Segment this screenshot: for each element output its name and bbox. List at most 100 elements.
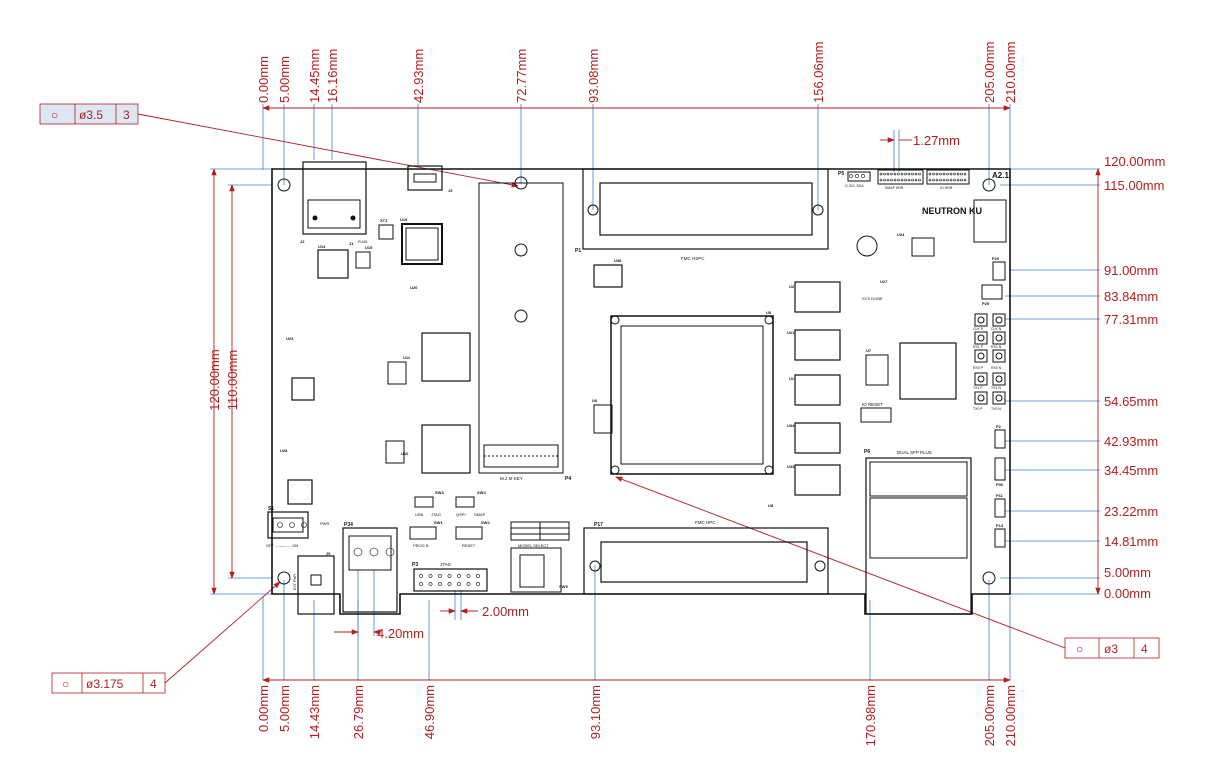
label-usb: USB — [415, 512, 424, 517]
sma-label-3: RX1 N — [991, 345, 1002, 349]
model-select-switch — [510, 547, 562, 593]
label-reset: RESET — [462, 543, 476, 548]
label-dual-sfp: DUAL SFP PLUS — [897, 450, 932, 455]
m2-standoff-hole — [514, 309, 528, 323]
io-pin — [963, 172, 967, 176]
label-s1: S1 — [268, 506, 274, 512]
label-u21: U21 — [787, 330, 795, 335]
label-rj45: RJ45 — [358, 239, 368, 244]
chip-u15 — [355, 251, 371, 269]
label-jtag-sw: JTAG — [431, 512, 441, 517]
left-dim-0: 120.00mm — [207, 349, 222, 410]
fmc-hole — [814, 560, 826, 572]
label-u8: U8 — [768, 503, 774, 508]
right-dim-4: 77.31mm — [1104, 312, 1158, 327]
top-dim-7: 156.06mm — [811, 42, 826, 103]
top-dim-6: 93.08mm — [586, 49, 601, 103]
callout-symbol: ○ — [51, 108, 58, 122]
ddr-u33 — [794, 464, 841, 496]
header-label-p30: P30 — [996, 482, 1004, 487]
right-dim-3: 83.84mm — [1104, 289, 1158, 304]
ext-pwr-connector — [297, 555, 335, 615]
inductor — [291, 377, 315, 401]
callout-count: 3 — [123, 108, 130, 122]
smap-pin — [907, 172, 911, 176]
label-j3: J3 — [448, 188, 453, 193]
left-dimension-labels: 120.00mm 110.00mm — [207, 349, 240, 410]
extension-lines — [210, 104, 1100, 680]
m2-standoff-hole — [514, 243, 528, 257]
buzzer — [856, 235, 878, 257]
io-pin — [963, 178, 967, 182]
silkscreen-labels: NEUTRON KU A2.1 FMC HSPC FMC HPC M.2 M K… — [266, 171, 1009, 590]
label-fmc-hspc: FMC HSPC — [681, 256, 705, 261]
mount-hole — [982, 178, 996, 192]
sma-label-1: CLK N — [991, 327, 1002, 331]
header-label-p25: P25 — [982, 301, 990, 306]
prog-b-button — [409, 526, 437, 540]
mount-hole — [982, 571, 996, 585]
jtag-pin — [428, 574, 433, 578]
board-outline — [271, 168, 1011, 615]
right-dim-8: 23.22mm — [1104, 504, 1158, 519]
io-pin — [939, 172, 942, 176]
bottom-dim-0: 0.00mm — [256, 685, 271, 732]
chip-u3 — [899, 342, 957, 400]
label-sw2: SW2 — [481, 520, 490, 525]
header-p13 — [994, 528, 1006, 548]
header-label-p11: P11 — [996, 493, 1004, 498]
header-p20 — [992, 261, 1006, 281]
callout-diameter: ø3.5 — [79, 108, 103, 122]
label-u27: U27 — [880, 279, 888, 284]
jtag-pin — [419, 574, 423, 578]
io-pin — [935, 178, 939, 182]
sma-grid — [974, 313, 1006, 405]
top-dim-4: 42.93mm — [411, 49, 426, 103]
label-jtag: JTAG — [440, 562, 452, 567]
io-pin — [949, 172, 953, 176]
label-u15: U15 — [365, 245, 373, 250]
header-p25 — [981, 284, 1003, 300]
label-p6: P6 — [864, 449, 870, 455]
callout-count: 4 — [1141, 642, 1148, 656]
pitch-dimension-labels: 1.27mm 2.00mm 4.20mm — [377, 133, 960, 641]
smap-pin — [883, 172, 886, 176]
label-p34: P34 — [344, 522, 353, 528]
header-p11 — [994, 498, 1006, 518]
inductor — [287, 479, 313, 505]
smap-pin — [890, 172, 893, 176]
chip-u10 — [421, 424, 471, 474]
io-pin — [946, 178, 949, 182]
callout-symbol: ○ — [62, 677, 69, 691]
battery-holder — [973, 199, 1007, 243]
label-j2: J2 — [300, 239, 305, 244]
power-switch-s1 — [267, 511, 309, 539]
fmc-hspc-connector — [582, 168, 829, 250]
io-pin — [960, 172, 963, 176]
smap-pin — [886, 172, 890, 176]
smap-pin — [914, 172, 918, 176]
bottom-dim-6: 170.98mm — [863, 685, 878, 746]
jtag-pin — [438, 574, 442, 578]
smap-pin — [893, 172, 897, 176]
smap-pin — [897, 172, 900, 176]
switch-pin — [277, 522, 283, 528]
pcb-board — [267, 161, 1011, 615]
smap-pin — [883, 178, 886, 182]
top-dim-3: 16.16mm — [325, 49, 340, 103]
chip-u6 — [593, 404, 613, 434]
jack-pin — [369, 547, 379, 557]
jtag-pin — [466, 574, 471, 578]
label-sys-done: SYS DONE — [862, 296, 883, 301]
jtag-header — [413, 568, 488, 592]
bottom-dim-3: 26.79mm — [351, 685, 366, 739]
rj45-connector — [302, 161, 367, 235]
label-off-on: OFF ←——→ ON — [266, 543, 298, 548]
right-dim-1: 115.00mm — [1104, 178, 1164, 193]
smap-pin — [918, 178, 921, 182]
right-dim-7: 34.45mm — [1104, 463, 1158, 478]
label-io-reset: IO RESET — [862, 402, 883, 407]
label-u7: U7 — [866, 348, 872, 353]
label-sw3: SW3 — [435, 490, 444, 495]
